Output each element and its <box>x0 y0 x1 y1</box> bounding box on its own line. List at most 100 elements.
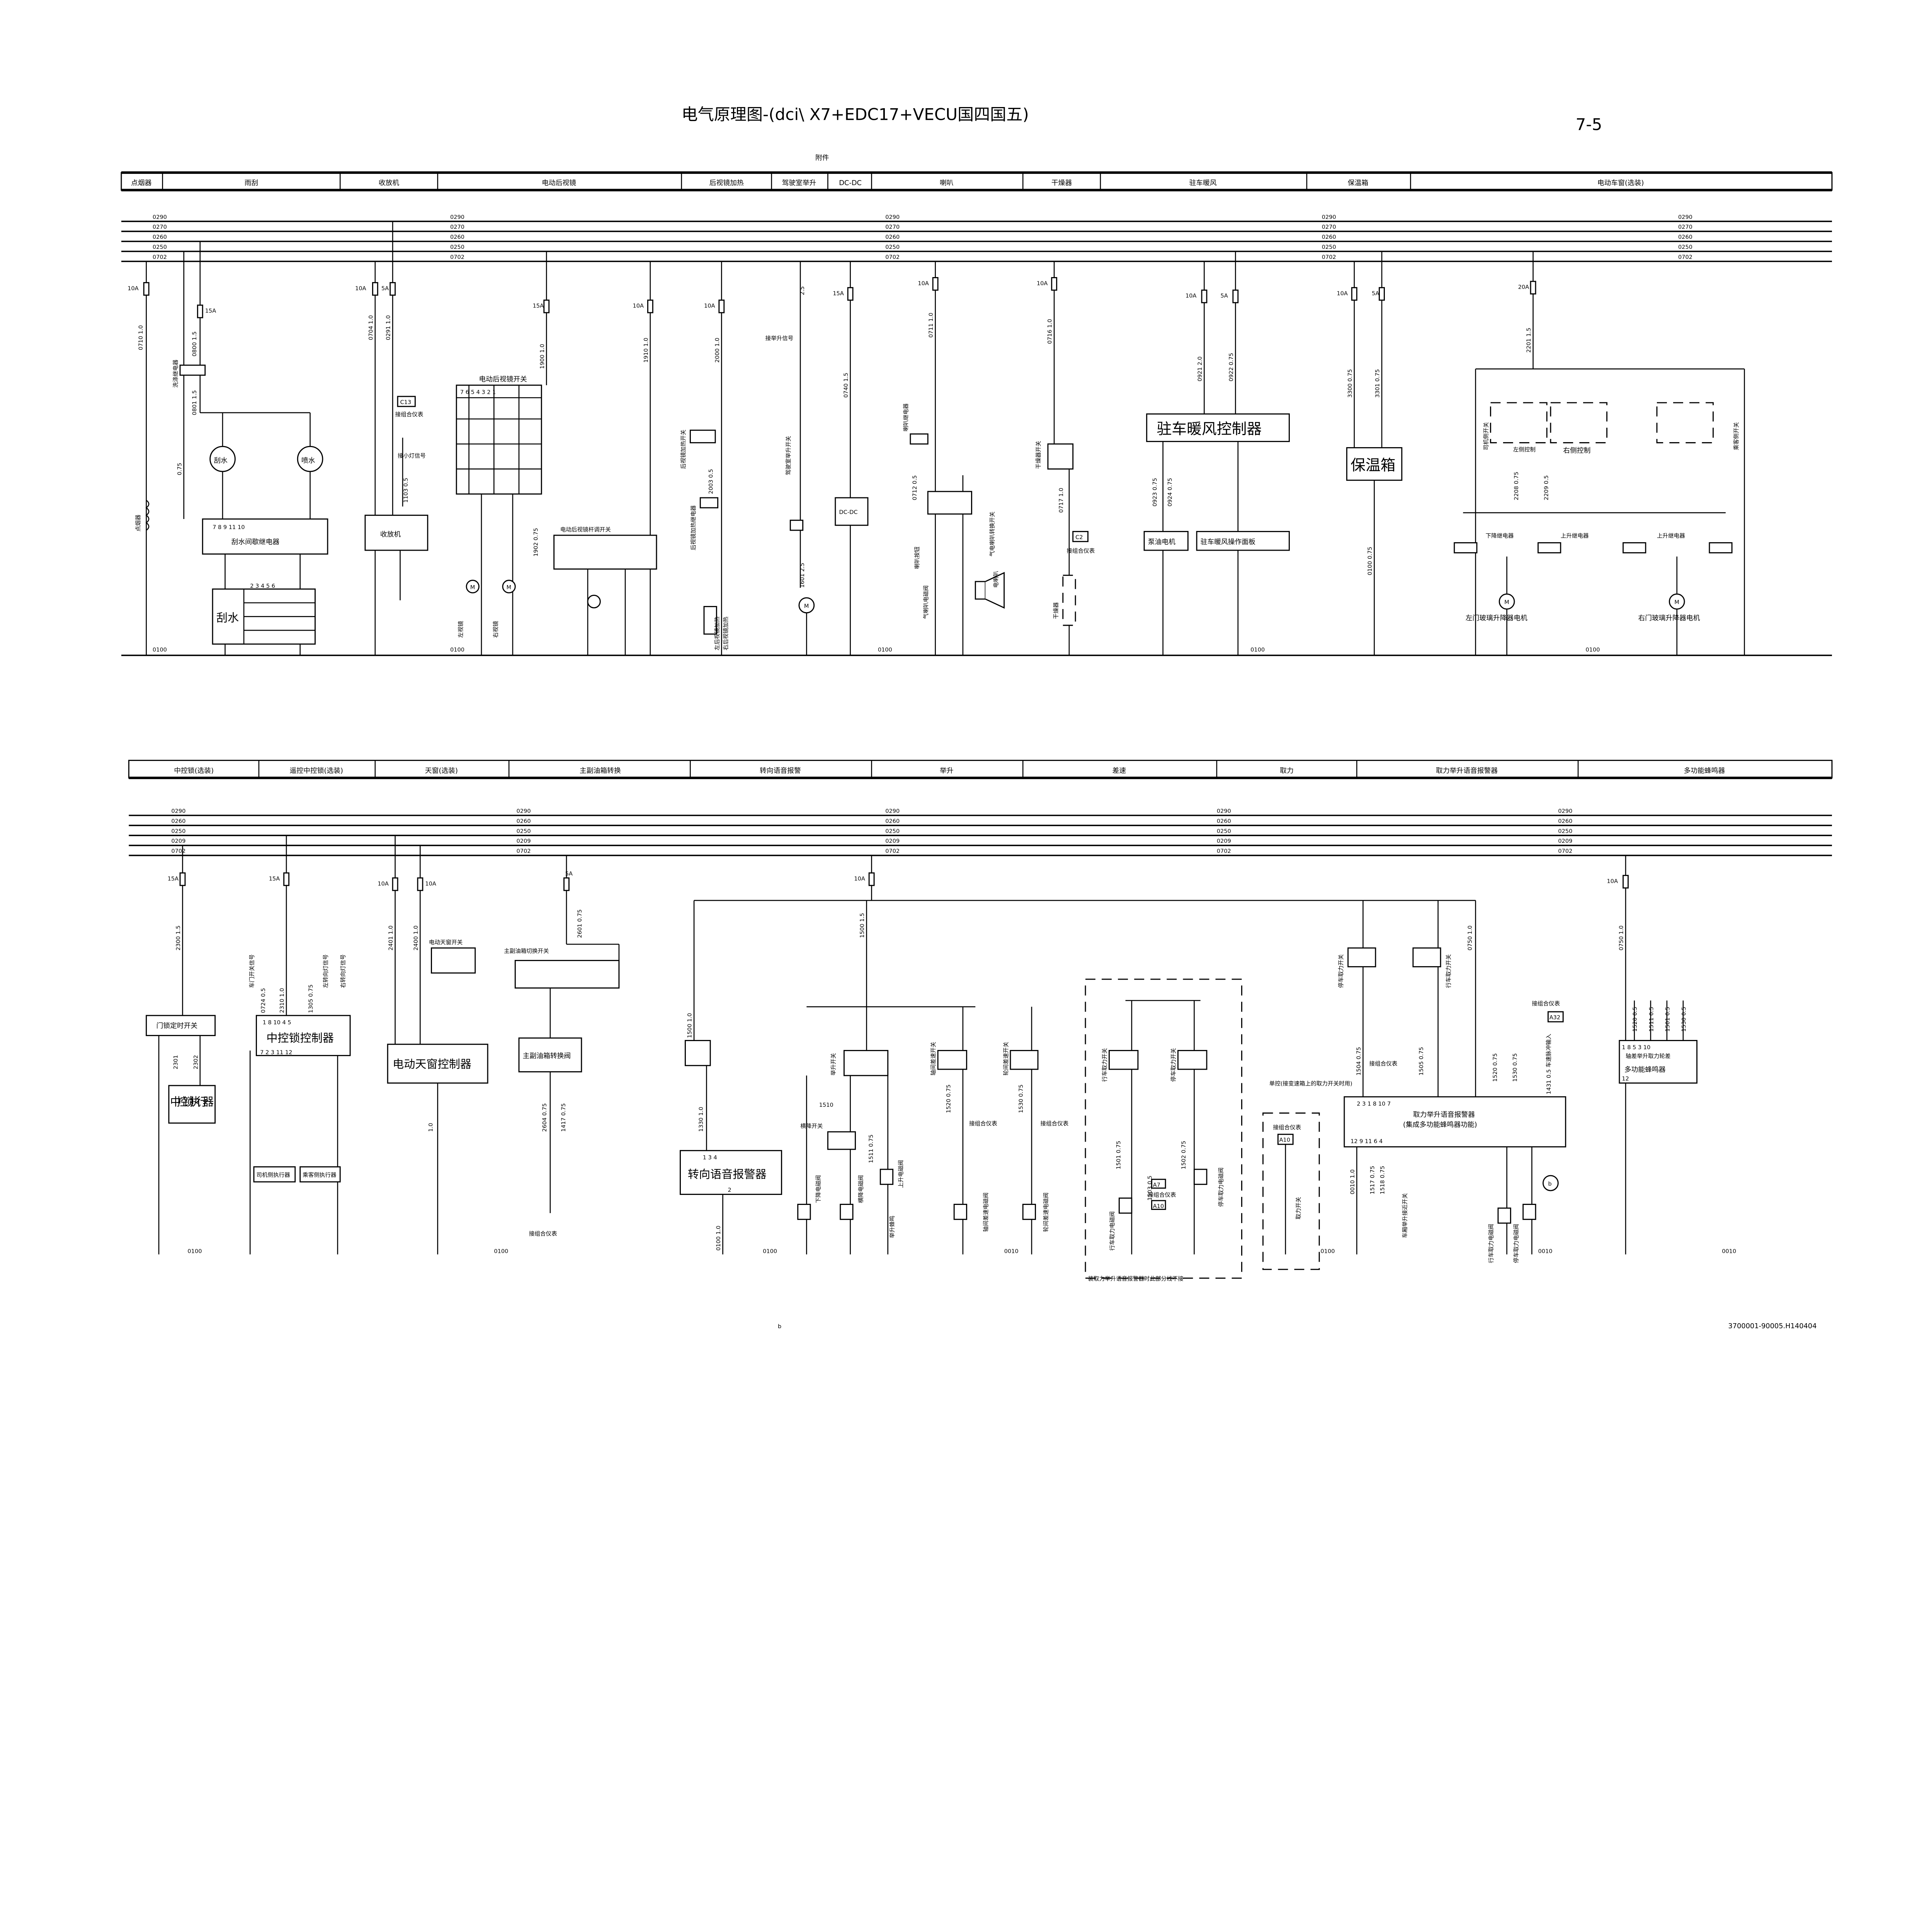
wire-label: 1601 2.5 <box>799 563 806 588</box>
bottom-section-header: 中控锁(选装) 遥控中控锁(选装) 天窗(选装) 主副油箱转换 转向语音报警 举… <box>128 760 1833 779</box>
wire-label: 0260 <box>1678 234 1692 240</box>
wire-label: 转向语音报警器 <box>688 1168 767 1181</box>
wire-label: 1530 0.75 <box>1512 1053 1519 1082</box>
wire-label: 2.5 <box>799 286 806 295</box>
wire-label: 0260 <box>153 234 167 240</box>
lighter-coil-icon <box>145 500 150 531</box>
wire-label: 2 3 4 5 6 <box>250 583 275 589</box>
fuse-horn: 10A <box>918 277 939 291</box>
wire-label: 0250 <box>517 828 531 834</box>
wire-label: 取力举升语音报警器 <box>1413 1111 1475 1119</box>
wire-label: 左门玻璃升降器电机 <box>1466 614 1527 622</box>
section-pto: 取力 <box>1280 767 1294 775</box>
wire-label: 0702 <box>1558 848 1572 854</box>
wire-label: 0250 <box>171 828 185 834</box>
fuse-mirror-heat-2: 10A <box>704 299 725 313</box>
wire-label: 1501 0.75 <box>1116 1141 1122 1169</box>
wire-label: 0702 <box>153 254 167 260</box>
central-lock-actuator: 中控锁执行器 <box>168 1085 216 1124</box>
section-coolbox: 保温箱 <box>1348 179 1368 187</box>
lighter-label: 点烟器 <box>135 514 141 531</box>
wire-label: 乘客侧执行器 <box>303 1172 337 1178</box>
wire-label: 2 <box>728 1187 731 1193</box>
section-pto-voice: 取力举升语音报警器 <box>1436 767 1498 775</box>
wire-label: 2209 0.5 <box>1543 475 1549 500</box>
wire-label: 2 3 1 8 10 7 <box>1357 1101 1391 1107</box>
wire-label: 接组合仪表 <box>1369 1060 1398 1067</box>
wire-label: 0711 1.0 <box>928 313 934 338</box>
wire-label: 轴间差速电磁阀 <box>983 1193 990 1232</box>
mirror-heat-switch: 后视镜加热开关 <box>680 430 716 469</box>
tank-switch: 主副油箱切换开关 <box>504 948 620 989</box>
page-number: 7-5 <box>1576 115 1602 134</box>
fuse-turn-voice: 10A <box>854 872 875 886</box>
fuse-sunroof-2: 10A <box>417 877 436 891</box>
wire-label: 2604 0.75 <box>541 1103 548 1132</box>
section-radio: 收放机 <box>379 179 400 187</box>
wire-label: 10A <box>355 285 366 292</box>
wire-label: 轴间差速开关 <box>930 1042 937 1075</box>
mirror-heat-relay: 后视镜加热继电器 <box>690 497 719 550</box>
fuse-heater-10a: 10A <box>1185 289 1208 303</box>
sunroof-switch: 电动天窗开关 <box>429 939 476 974</box>
section-dryer: 干燥器 <box>1051 179 1072 187</box>
svg-text:M: M <box>1674 599 1679 606</box>
wire-label: 0209 <box>1558 838 1572 844</box>
pto-single-control: 单控(接变速箱上的取力开关时用) 接组合仪表 A10 取力开关 <box>1262 1081 1352 1270</box>
wire-label: 0260 <box>171 818 185 824</box>
wire-label: 10A <box>1037 280 1048 287</box>
wire-label: 10A <box>1185 293 1197 299</box>
wire-label: 0921 2.0 <box>1197 356 1203 381</box>
wire-label: 1 8 5 3 10 <box>1622 1044 1650 1051</box>
fuel-pump-motor: 泵油电机 <box>1143 531 1189 551</box>
ground-label: 0100 <box>878 647 892 653</box>
wire-label: 停车取力开关 <box>1170 1048 1177 1082</box>
wire-label: 20A <box>1518 284 1529 291</box>
wire-label: 轮间差速电磁阀 <box>1043 1193 1049 1232</box>
wire-label: 上升继电器 <box>1561 533 1589 539</box>
wire-label: 横降开关 <box>800 1123 823 1130</box>
wire-label: 5A <box>565 870 573 877</box>
wire-label: 中控锁执行器 <box>170 1095 214 1108</box>
fuse-sunroof-1: 10A <box>378 877 398 891</box>
tank-valve: 主副油箱转换阀 <box>518 1037 582 1072</box>
wire-label: 干燥器 <box>1053 602 1060 619</box>
window-relays: 下降继电器 上升继电器 上升继电器 <box>1454 533 1733 553</box>
mirror-switch: 电动后视镜开关 7 6 5 4 3 2 1 <box>456 375 542 495</box>
wire-label: 接组合仪表 <box>1067 548 1095 554</box>
section-diff: 差速 <box>1112 767 1126 775</box>
wire-label: 0290 <box>517 808 531 815</box>
wire-label: 左转向灯信号 <box>323 954 329 988</box>
radio-box: 收放机 <box>364 514 429 551</box>
wire-label: 主副油箱转换阀 <box>523 1052 571 1060</box>
wire-label: 行车取力开关 <box>1102 1048 1108 1082</box>
wire-label: 0712 0.5 <box>912 475 918 500</box>
wire-label: 左侧控制 <box>1513 446 1536 453</box>
wiper-interval-relay: 7 8 9 11 10 刮水间歇继电器 2 3 4 5 6 <box>202 518 328 589</box>
wiper-switch-table: 刮水 <box>212 588 316 645</box>
fuse-mirror: 15A <box>533 299 550 313</box>
dcdc-box: DC-DC <box>835 497 869 526</box>
wire-label: 2302 <box>192 1055 199 1069</box>
wire-label: 10A <box>1337 290 1348 297</box>
section-central-lock: 中控锁(选装) <box>174 767 214 775</box>
wire-label: 后视镜加热开关 <box>680 430 687 469</box>
right-control: 右侧控制 <box>1550 402 1608 455</box>
wire-label: 5A <box>1221 293 1228 299</box>
wire-label: 0270 <box>885 224 900 230</box>
fuse-coolbox-5a: 5A <box>1372 287 1385 301</box>
wire-label: 0260 <box>1322 234 1336 240</box>
ground-label: 0010 <box>1722 1248 1736 1255</box>
wire-label: 0250 <box>1217 828 1231 834</box>
wire-label: 0924 0.75 <box>1167 478 1173 507</box>
wire-label: 电喇叭 <box>993 571 1000 588</box>
sunroof-controller: 电动天窗控制器 <box>387 1043 488 1084</box>
wire-label: 单控(接变速箱上的取力开关时用) <box>1269 1081 1352 1087</box>
coolbox: 保温箱 <box>1346 447 1403 481</box>
wire-label: 15A <box>833 290 844 297</box>
wire-label: 左视镜 <box>457 621 464 638</box>
